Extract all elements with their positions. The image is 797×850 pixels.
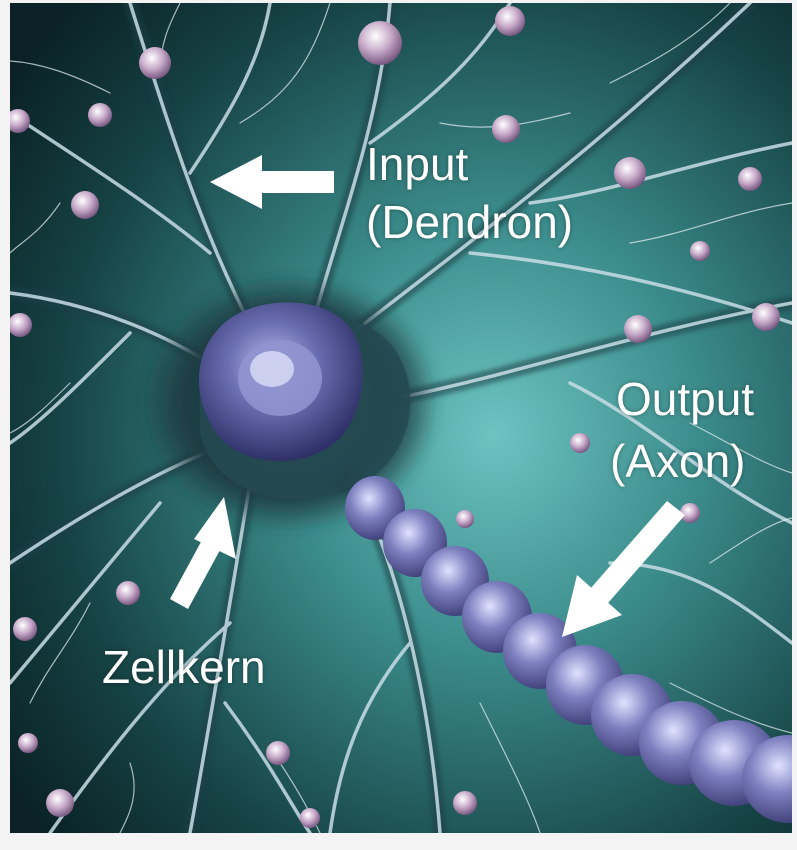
input-label: Input [366, 138, 468, 190]
input-sublabel: (Dendron) [366, 196, 573, 248]
nucleus-label: Zellkern [102, 641, 266, 693]
output-label: Output [616, 373, 754, 425]
neuron-illustration: Input (Dendron) Output (Axon) Zellkern [10, 3, 792, 833]
cell-nucleus [199, 302, 363, 461]
output-sublabel: (Axon) [610, 435, 745, 487]
